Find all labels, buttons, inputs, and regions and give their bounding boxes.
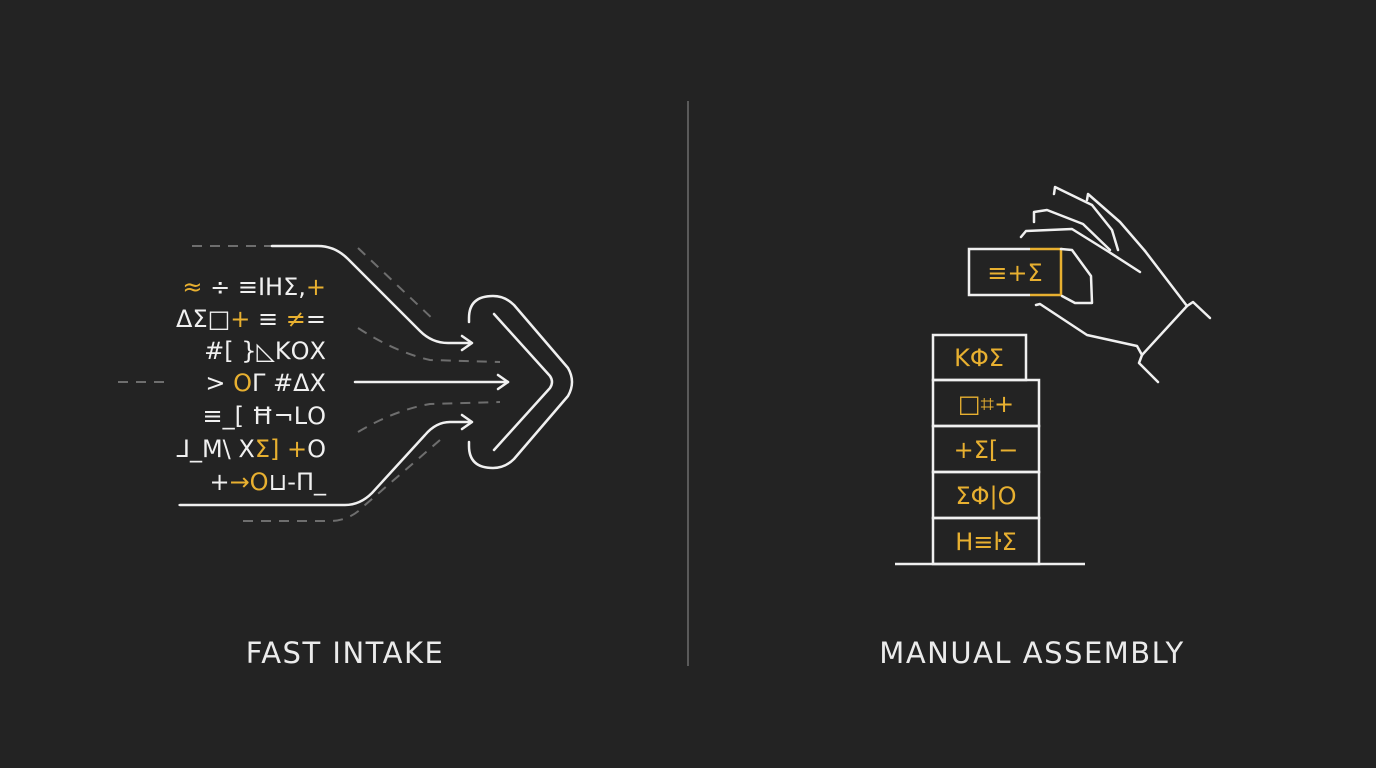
stack-block-label: ΣΦ|Ο [955, 482, 1016, 510]
stack-block-labels: ΚΦΣ □⌗+ +Σ[− ΣΦ|Ο Η≡ŀΣ [954, 344, 1019, 556]
solid-flow-lines [178, 244, 510, 507]
glyph-cluster: ≈ ÷ ≡ΙΗΣ,+ ΔΣ□+ ≡ ≠= #[ }◺ΚΟΧ > ΟΓ #ΔΧ ≡… [176, 273, 327, 496]
manual-assembly-diagram: ΚΦΣ □⌗+ +Σ[− ΣΦ|Ο Η≡ŀΣ ≡+Σ [895, 185, 1212, 566]
dashed-flow-lines [118, 245, 501, 522]
glyph-row: ≈ ÷ ≡ΙΗΣ,+ [182, 273, 326, 301]
glyph-row: ⅃_Μ\ ΧΣ] +Ο [177, 435, 326, 463]
held-block: ≡+Σ [967, 247, 1063, 297]
stack-block-label: □⌗+ [958, 390, 1014, 418]
glyph-row: #[ }◺ΚΟΧ [204, 337, 326, 365]
held-block-label: ≡+Σ [987, 259, 1042, 287]
glyph-row: +→Ο⊔-Π_ [209, 468, 327, 496]
glyph-row: ΔΣ□+ ≡ ≠= [176, 305, 326, 333]
fast-intake-diagram: ≈ ÷ ≡ΙΗΣ,+ ΔΣ□+ ≡ ≠= #[ }◺ΚΟΧ > ΟΓ #ΔΧ ≡… [118, 244, 574, 522]
glyph-row: > ΟΓ #ΔΧ [205, 369, 326, 397]
hand-icon [1019, 185, 1212, 384]
block-stack [931, 333, 1041, 566]
stack-block-label: ΚΦΣ [954, 344, 1004, 372]
manual-assembly-caption: MANUAL ASSEMBLY [879, 636, 1185, 670]
fast-intake-caption: FAST INTAKE [245, 636, 445, 670]
chevron-arrow-icon [467, 294, 574, 470]
glyph-row: ≡_[ Ħ¬LΟ [203, 402, 326, 430]
stack-block-label: +Σ[− [954, 436, 1019, 464]
stack-block-label: Η≡ŀΣ [955, 528, 1017, 556]
stack-block [931, 516, 1041, 566]
